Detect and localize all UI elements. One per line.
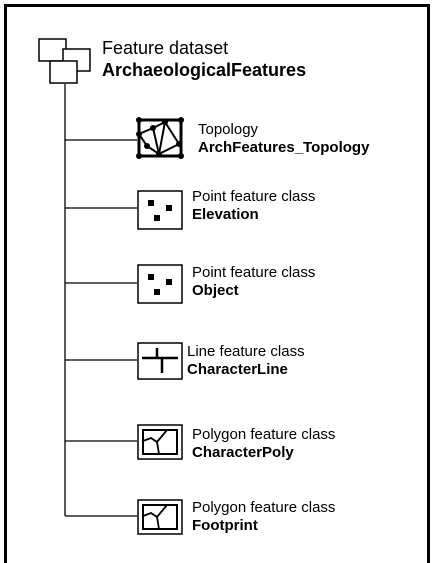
child-type-label: Point feature class <box>192 188 316 205</box>
child-type-label: Topology <box>198 121 259 138</box>
footprint-label: Polygon feature class Footprint <box>192 499 335 535</box>
dataset-type-label: Feature dataset <box>102 38 229 58</box>
point-feature-icon <box>137 190 183 230</box>
child-type-label: Point feature class <box>192 264 316 281</box>
child-name: Footprint <box>192 517 258 534</box>
child-type-label: Polygon feature class <box>192 426 336 443</box>
elevation-label: Point feature class Elevation <box>192 188 315 224</box>
child-name: CharacterLine <box>187 361 288 378</box>
child-type-label: Line feature class <box>187 343 305 360</box>
child-type-label: Polygon feature class <box>192 499 336 516</box>
line-feature-icon <box>137 342 183 380</box>
topology-label: Topology ArchFeatures_Topology <box>198 121 369 157</box>
polygon-feature-icon <box>137 424 183 460</box>
child-name: Object <box>192 282 239 299</box>
polygon-feature-icon <box>137 499 183 535</box>
characterline-label: Line feature class CharacterLine <box>187 343 305 379</box>
point-feature-icon <box>137 264 183 304</box>
topology-icon <box>136 117 184 159</box>
child-name: CharacterPoly <box>192 444 294 461</box>
child-name: ArchFeatures_Topology <box>198 139 370 156</box>
dataset-name: ArchaeologicalFeatures <box>102 59 307 80</box>
object-label: Point feature class Object <box>192 264 315 300</box>
dataset-label: Feature dataset ArchaeologicalFeatures <box>102 38 306 81</box>
characterpoly-label: Polygon feature class CharacterPoly <box>192 426 335 462</box>
child-name: Elevation <box>192 206 259 223</box>
diagram-frame <box>4 4 430 563</box>
feature-dataset-icon <box>38 38 91 84</box>
